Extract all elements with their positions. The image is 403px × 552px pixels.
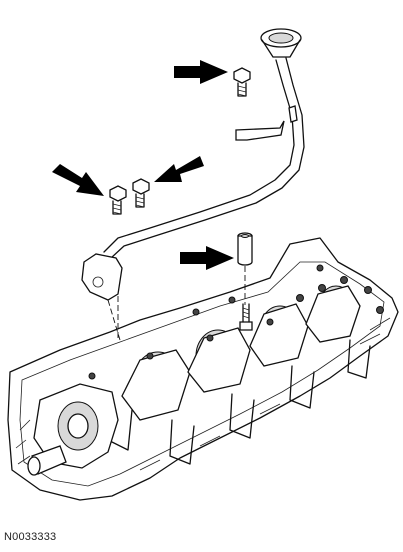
callout-arrow-upper-bolt — [174, 60, 228, 84]
figure-reference-code: N0033333 — [4, 531, 57, 543]
engine-block — [7, 237, 399, 501]
dipstick-tube — [81, 28, 305, 341]
flange-bolt-2 — [132, 178, 150, 208]
callout-arrow-spacer — [180, 246, 234, 270]
bracket-bolt — [233, 67, 251, 97]
callout-arrow-left-bolt-2 — [154, 156, 204, 182]
spacer — [237, 232, 253, 305]
stud-bolt — [239, 303, 253, 331]
callout-arrow-left-bolt-1 — [52, 164, 104, 196]
flange-bolt-1 — [109, 185, 127, 215]
